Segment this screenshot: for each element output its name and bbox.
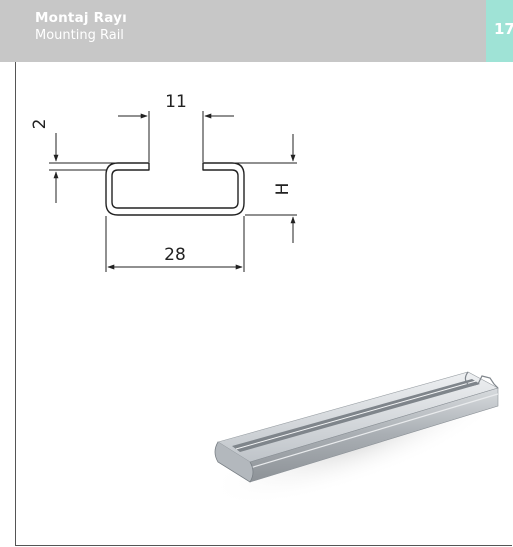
- header-band: Montaj Rayı Mounting Rail 17: [0, 0, 513, 62]
- dimension-height: H: [204, 134, 297, 243]
- dimension-label-wall-thickness: 2: [30, 119, 50, 130]
- title-english: Mounting Rail: [35, 28, 124, 43]
- dimension-label-height: H: [273, 183, 293, 196]
- content-frame: [15, 62, 512, 546]
- title-turkish: Montaj Rayı: [35, 10, 127, 26]
- dimension-wall-thickness: 2: [30, 119, 148, 203]
- page-tab: 17: [486, 0, 513, 62]
- rail-profile-outline: [105, 162, 245, 216]
- page-number: 17: [494, 20, 513, 38]
- dimension-label-width: 28: [164, 245, 186, 265]
- dimension-slot-width: 11: [118, 92, 234, 162]
- dimension-width: 28: [105, 216, 245, 272]
- mounting-rail-image: [209, 371, 511, 507]
- dimension-label-slot-width: 11: [165, 92, 187, 112]
